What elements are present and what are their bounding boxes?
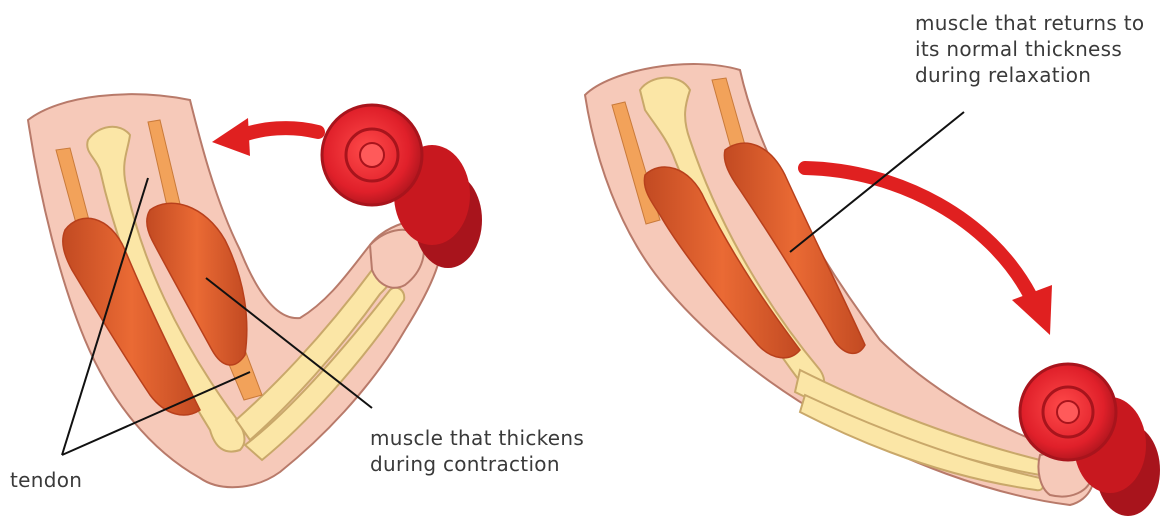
tendon-label: tendon <box>10 467 82 493</box>
right-motion-arrowhead <box>1012 285 1052 335</box>
relaxed-arm <box>585 64 1160 516</box>
right-motion-arrow <box>805 168 1030 295</box>
relaxing-muscle-label-line-3: during relaxation <box>915 62 1144 88</box>
left-motion-arrow <box>240 128 318 136</box>
contracting-muscle-label-line-1: muscle that thickens <box>370 425 584 451</box>
relaxing-muscle-label-line-2: its normal thickness <box>915 36 1144 62</box>
relaxing-muscle-label-line-1: muscle that returns to <box>915 10 1144 36</box>
contracting-muscle-label-line-2: during contraction <box>370 451 584 477</box>
relaxing-muscle-leader <box>790 112 964 252</box>
contracting-muscle-label: muscle that thickens during contraction <box>370 425 584 477</box>
relaxing-muscle-label: muscle that returns to its normal thickn… <box>915 10 1144 88</box>
left-motion-arrowhead <box>212 118 250 156</box>
